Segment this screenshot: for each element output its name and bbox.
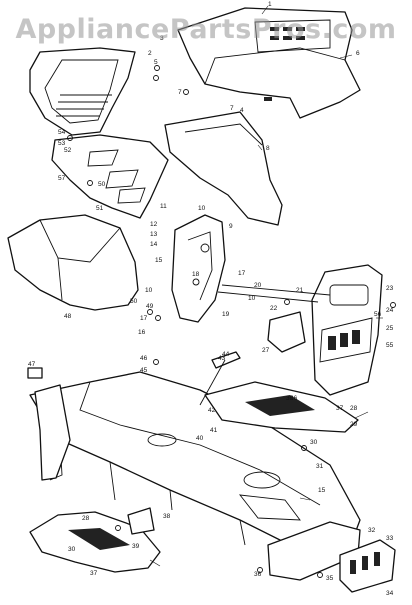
callout-30b: 30 — [68, 546, 76, 553]
callout-45: 45 — [140, 367, 148, 374]
callout-33: 33 — [386, 535, 394, 542]
callout-40: 40 — [196, 435, 204, 442]
callout-37b: 37 — [90, 570, 98, 577]
frame-left-rail[interactable] — [34, 384, 71, 481]
callout-42: 42 — [208, 407, 216, 414]
callout-21: 21 — [296, 287, 304, 294]
callout-31: 31 — [316, 463, 324, 470]
grille-assembly[interactable] — [311, 264, 383, 396]
callout-24: 24 — [386, 307, 394, 314]
callout-8: 8 — [266, 145, 270, 152]
callout-37a: 37 — [336, 405, 344, 412]
dash-panel[interactable] — [164, 111, 283, 226]
callout-51: 51 — [96, 205, 104, 212]
callout-27: 27 — [262, 347, 270, 354]
callout-56: 56 — [374, 311, 382, 318]
seat-pan[interactable] — [51, 134, 169, 219]
callout-32: 32 — [368, 527, 376, 534]
callout-54: 54 — [58, 129, 66, 136]
callout-23: 23 — [386, 285, 394, 292]
front-weight-bracket[interactable] — [339, 539, 396, 593]
callout-34: 34 — [386, 590, 394, 597]
callout-10c: 10 — [145, 287, 153, 294]
callout-20: 20 — [254, 282, 262, 289]
callout-29: 29 — [350, 421, 358, 428]
support-rod — [221, 284, 331, 296]
callout-7b: 7 — [230, 105, 234, 112]
tie-rod-42[interactable] — [199, 359, 226, 406]
callout-1: 1 — [268, 1, 272, 8]
callout-22: 22 — [270, 305, 278, 312]
callout-18: 18 — [192, 271, 200, 278]
headlight-bracket[interactable] — [267, 311, 306, 353]
callout-53: 53 — [58, 140, 66, 147]
callout-46: 46 — [140, 355, 148, 362]
callout-26: 26 — [290, 395, 298, 402]
callout-38: 38 — [163, 513, 171, 520]
callout-30a: 30 — [310, 439, 318, 446]
brace-44[interactable] — [211, 351, 241, 369]
callout-14: 14 — [150, 241, 158, 248]
steering-support-bracket[interactable] — [171, 214, 226, 323]
footrest-left[interactable] — [29, 511, 161, 573]
callout-17b: 17 — [238, 270, 246, 277]
bracket-39[interactable] — [127, 507, 155, 535]
callout-49: 49 — [146, 303, 154, 310]
callout-43: 43 — [218, 355, 226, 362]
callout-11: 11 — [160, 203, 167, 210]
callout-41: 41 — [210, 427, 218, 434]
callout-28b: 28 — [82, 515, 90, 522]
callout-labels: 1 2 3 5 6 7 7 8 4 9 10 10 10 11 12 13 14… — [28, 1, 394, 597]
callout-15b: 15 — [318, 487, 326, 494]
callout-4: 4 — [240, 107, 244, 114]
support-rod-lower — [217, 291, 319, 303]
callout-52: 52 — [64, 147, 72, 154]
seat[interactable] — [29, 47, 136, 136]
callout-19: 19 — [222, 311, 230, 318]
callout-10a: 10 — [198, 205, 206, 212]
callout-17a: 17 — [140, 315, 148, 322]
callout-28a: 28 — [350, 405, 358, 412]
callout-15a: 15 — [155, 257, 163, 264]
callout-57: 57 — [58, 175, 66, 182]
footrest-right[interactable] — [204, 381, 359, 433]
callout-55: 55 — [386, 342, 394, 349]
fasteners — [67, 65, 396, 578]
callout-50a: 50 — [98, 181, 106, 188]
callout-6: 6 — [356, 50, 360, 57]
callout-12: 12 — [150, 221, 158, 228]
callout-47: 47 — [28, 361, 36, 368]
callout-2: 2 — [148, 50, 152, 57]
callout-36a: 36 — [286, 395, 294, 402]
callout-7a: 7 — [178, 89, 182, 96]
callout-39: 39 — [132, 543, 140, 550]
callout-10b: 10 — [248, 295, 256, 302]
callout-9: 9 — [229, 223, 233, 230]
callout-5: 5 — [154, 59, 158, 66]
callout-50b: 50 — [130, 298, 138, 305]
leader-lines — [149, 5, 383, 567]
bracket-47[interactable] — [27, 367, 43, 379]
callout-35: 35 — [326, 575, 334, 582]
callout-36b: 36 — [254, 571, 262, 578]
fender[interactable] — [7, 214, 139, 311]
hood[interactable] — [177, 7, 361, 119]
callout-3: 3 — [160, 35, 164, 42]
callout-44: 44 — [222, 351, 230, 358]
callout-13: 13 — [150, 231, 158, 238]
callout-48: 48 — [64, 313, 72, 320]
callout-16: 16 — [138, 329, 146, 336]
callout-25: 25 — [386, 325, 394, 332]
